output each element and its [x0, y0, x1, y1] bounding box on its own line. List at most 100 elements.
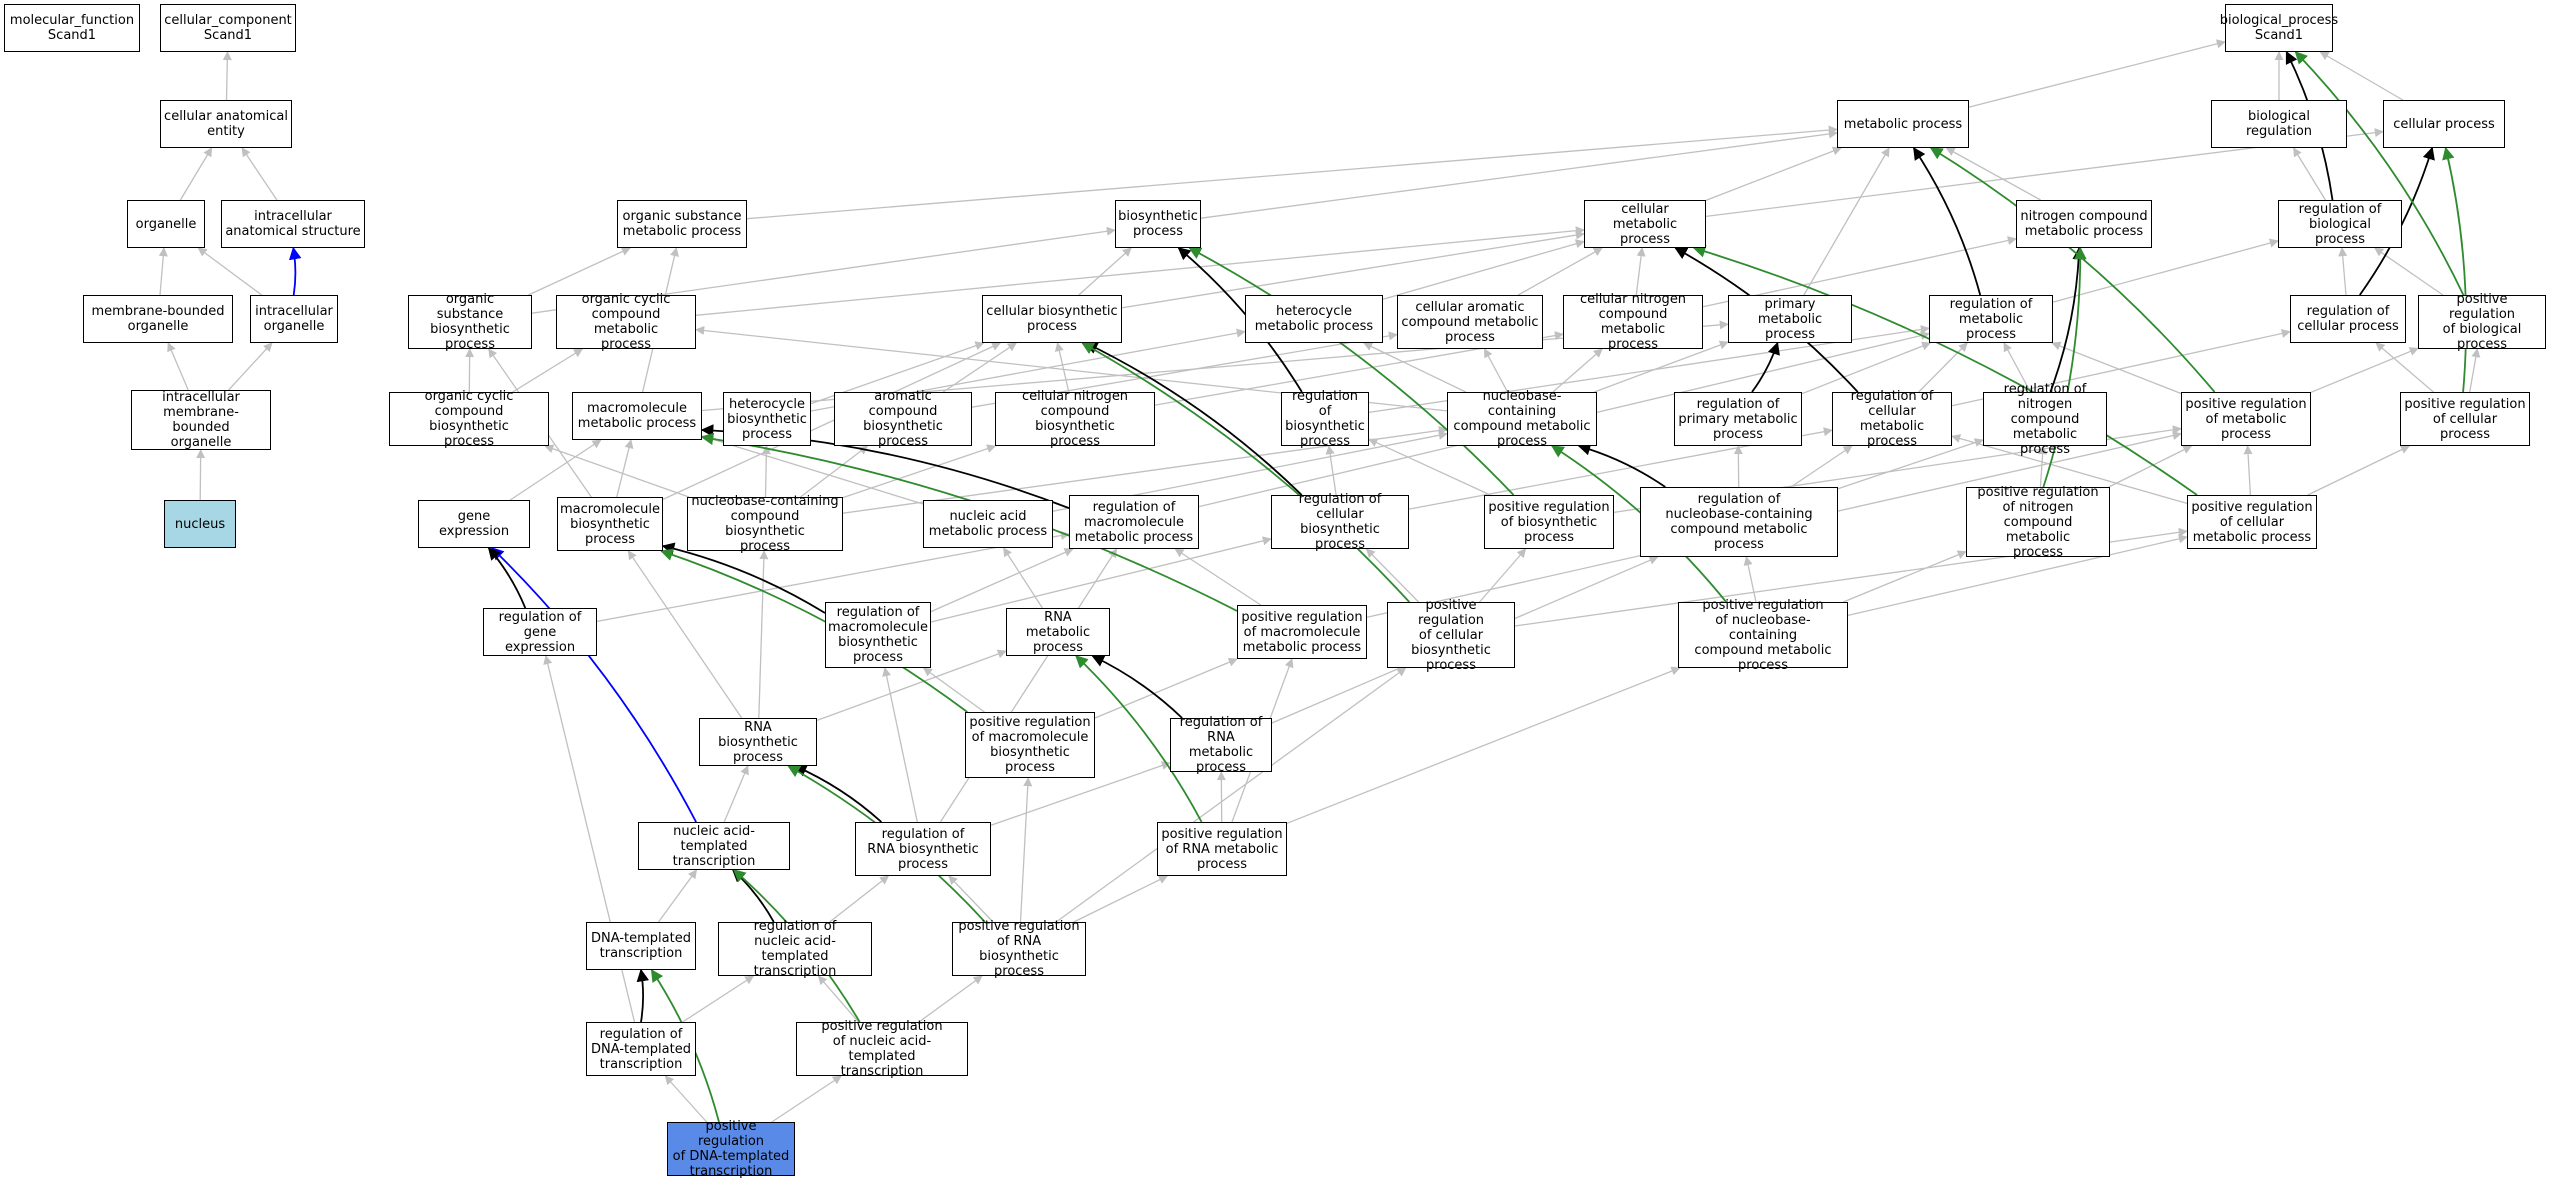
term-node-rrnabp[interactable]: regulation of RNA biosynthetic process — [855, 822, 991, 876]
term-node-cmp[interactable]: cellular metabolic process — [1584, 200, 1706, 248]
term-node-osmp[interactable]: organic substance metabolic process — [617, 200, 747, 248]
term-node-mf[interactable]: molecular_function Scand1 — [4, 4, 140, 52]
term-node-prrnabp[interactable]: positive regulation of RNA biosynthetic … — [952, 919, 1086, 979]
term-node-rmmp[interactable]: regulation of macromolecule metabolic pr… — [1069, 495, 1199, 549]
term-node-prncmp[interactable]: positive regulation of nitrogen compound… — [1966, 485, 2110, 560]
term-node-prbsp[interactable]: positive regulation of biosynthetic proc… — [1484, 495, 1614, 549]
edge-is-a-prdtt-to-rdtt — [664, 1075, 708, 1123]
term-node-ge[interactable]: gene expression — [418, 500, 530, 548]
term-node-bsp[interactable]: biosynthetic process — [1115, 200, 1201, 248]
term-node-pmp[interactable]: primary metabolic process — [1728, 295, 1852, 343]
term-node-prnbcmp[interactable]: positive regulation of nucleobase-contai… — [1678, 598, 1848, 673]
edge-is-a-rrnabp-to-rrnamp — [990, 761, 1171, 826]
term-node-prcp[interactable]: positive regulation of cellular process — [2400, 392, 2530, 446]
term-node-hbp[interactable]: heterocycle biosynthetic process — [723, 392, 811, 446]
term-node-rncmp[interactable]: regulation of nitrogen compound metaboli… — [1983, 382, 2107, 457]
term-node-rpmp[interactable]: regulation of primary metabolic process — [1674, 392, 1802, 446]
term-node-prrnamp[interactable]: positive regulation of RNA metabolic pro… — [1157, 822, 1287, 876]
edge-is-a-rmp-to-rbp — [2052, 238, 2279, 303]
term-node-prmbp[interactable]: positive regulation of macromolecule bio… — [965, 712, 1095, 778]
edge-is-a-cbp-to-bsp — [1078, 247, 1132, 296]
edge-is-a-prcmp-to-prcp — [2307, 445, 2411, 496]
term-node-rmp[interactable]: regulation of metabolic process — [1929, 295, 2053, 343]
term-node-mbp[interactable]: macromolecule biosynthetic process — [557, 497, 663, 551]
term-node-prmmp[interactable]: positive regulation of macromolecule met… — [1237, 605, 1367, 659]
term-node-imbo[interactable]: intracellular membrane-bounded organelle — [131, 390, 271, 450]
edge-positively-regulates-prcp-to-cp — [2442, 146, 2467, 393]
term-node-rnamp[interactable]: RNA metabolic process — [1006, 608, 1110, 656]
term-node-cncmp[interactable]: cellular nitrogen compound metabolic pro… — [1563, 292, 1703, 352]
term-node-namp[interactable]: nucleic acid metabolic process — [923, 500, 1053, 548]
term-node-prdtt[interactable]: positive regulation of DNA-templated tra… — [667, 1119, 795, 1179]
term-node-nbcbp[interactable]: nucleobase-containing compound biosynthe… — [687, 494, 843, 554]
term-node-rnatt[interactable]: regulation of nucleic acid-templated tra… — [718, 919, 872, 979]
edge-is-a-prbp-to-rbp — [2374, 247, 2444, 296]
edge-is-a-ge-to-mmp — [509, 439, 602, 501]
edge-is-a-rcbp-to-rbsp — [1325, 445, 1337, 496]
term-node-cp[interactable]: cellular process — [2383, 100, 2505, 148]
edge-is-a-occmp-to-cmp — [695, 226, 1585, 316]
term-node-cc[interactable]: cellular_component Scand1 — [160, 4, 296, 52]
term-node-prcmp[interactable]: positive regulation of cellular metaboli… — [2187, 495, 2317, 549]
term-node-natt[interactable]: nucleic acid-templated transcription — [638, 822, 790, 870]
term-node-nbcmp[interactable]: nucleobase-containing compound metabolic… — [1447, 389, 1597, 449]
term-node-cbp[interactable]: cellular biosynthetic process — [982, 295, 1122, 343]
edge-is-a-imbo-to-mbo — [167, 342, 189, 391]
edge-is-a-mbp-to-mmp — [616, 439, 634, 498]
edge-positively-regulates-prncmp-to-ncmp — [2042, 246, 2087, 488]
term-node-bp[interactable]: biological_process Scand1 — [2220, 4, 2338, 52]
term-node-rge[interactable]: regulation of gene expression — [483, 608, 597, 656]
term-node-ias[interactable]: intracellular anatomical structure — [221, 200, 365, 248]
term-node-cncbp[interactable]: cellular nitrogen compound biosynthetic … — [995, 389, 1155, 449]
edge-positively-regulates-prbsp-to-bsp — [1188, 247, 1515, 496]
edge-is-a-rnbcmp-to-rncmp — [1837, 438, 1984, 490]
term-node-mmp[interactable]: macromolecule metabolic process — [572, 392, 702, 440]
edge-is-a-cae-to-cc — [222, 51, 232, 101]
term-node-cae[interactable]: cellular anatomical entity — [160, 100, 292, 148]
term-node-prcbp[interactable]: positive regulation of cellular biosynth… — [1387, 598, 1515, 673]
edge-is-a-imbo-to-io — [228, 342, 273, 391]
term-node-rnabp[interactable]: RNA biosynthetic process — [699, 718, 817, 766]
edge-is-a-mbo-to-org — [158, 247, 168, 296]
edge-is-a-prrnabp-to-rrnabp — [948, 875, 994, 923]
edge-is-a-rrnabp-to-rmbp — [882, 667, 918, 823]
term-node-br[interactable]: biological regulation — [2211, 100, 2347, 148]
edge-is-a-prcmp-to-prmp — [2243, 445, 2253, 496]
edge-regulates-rnbcmp-to-nbcmp — [1577, 443, 1666, 488]
term-node-rcp[interactable]: regulation of cellular process — [2290, 295, 2406, 343]
edge-is-a-prrnabp-to-prrnamp — [1073, 875, 1169, 923]
edge-is-a-rnbcmp-to-rcmp — [1790, 445, 1853, 488]
term-node-acbp[interactable]: aromatic compound biosynthetic process — [834, 389, 972, 449]
edge-is-a-rncmp-to-rmp — [2003, 342, 2031, 393]
edge-regulates-rdtt-to-dtt — [636, 968, 650, 1023]
term-node-dtt[interactable]: DNA-templated transcription — [586, 922, 696, 970]
edge-is-a-rbp-to-br — [2293, 147, 2326, 201]
edge-is-a-rnamp-to-namp — [1003, 547, 1043, 609]
term-node-mbo[interactable]: membrane-bounded organelle — [83, 295, 233, 343]
term-node-rbsp[interactable]: regulation of biosynthetic process — [1281, 389, 1369, 449]
term-node-rcbp[interactable]: regulation of cellular biosynthetic proc… — [1271, 492, 1409, 552]
term-node-rrnamp[interactable]: regulation of RNA metabolic process — [1170, 715, 1272, 775]
edge-is-a-nbcmp-to-cncmp — [1552, 348, 1603, 393]
term-node-org[interactable]: organelle — [127, 200, 205, 248]
term-node-rmbp[interactable]: regulation of macromolecule biosynthetic… — [825, 602, 931, 668]
term-node-rcmp[interactable]: regulation of cellular metabolic process — [1832, 389, 1952, 449]
term-node-occbp[interactable]: organic cyclic compound biosynthetic pro… — [389, 389, 549, 449]
term-node-occmp[interactable]: organic cyclic compound metabolic proces… — [556, 292, 696, 352]
term-node-osbp[interactable]: organic substance biosynthetic process — [408, 292, 532, 352]
term-node-rdtt[interactable]: regulation of DNA-templated transcriptio… — [586, 1022, 696, 1076]
term-node-rnbcmp[interactable]: regulation of nucleobase-containing comp… — [1640, 487, 1838, 557]
term-node-mp[interactable]: metabolic process — [1837, 100, 1969, 148]
term-node-hmp[interactable]: heterocycle metabolic process — [1245, 295, 1383, 343]
term-node-rbp[interactable]: regulation of biological process — [2278, 200, 2402, 248]
term-node-prmp[interactable]: positive regulation of metabolic process — [2181, 392, 2311, 446]
term-node-nuc[interactable]: nucleus — [164, 500, 236, 548]
term-node-prbp[interactable]: positive regulation of biological proces… — [2418, 292, 2546, 352]
term-node-io[interactable]: intracellular organelle — [250, 295, 338, 343]
term-node-cacmp[interactable]: cellular aromatic compound metabolic pro… — [1397, 295, 1543, 349]
edge-is-a-prmp-to-prbp — [2310, 347, 2419, 393]
edge-regulates-rrnamp-to-rnamp — [1091, 655, 1183, 719]
term-node-ncmp[interactable]: nitrogen compound metabolic process — [2016, 200, 2152, 248]
edge-is-a-prrnabp-to-prmbp — [1019, 777, 1033, 923]
term-node-prnatt[interactable]: positive regulation of nucleic acid-temp… — [796, 1019, 968, 1079]
